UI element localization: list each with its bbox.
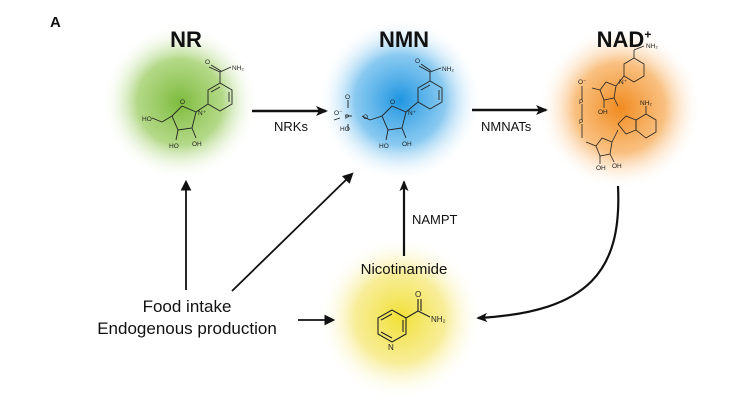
atom-n: N [388,343,394,352]
panel-label: A [50,14,61,31]
source-endogenous-production: Endogenous production [97,319,277,338]
atom-o-minus: O⁻ [334,110,343,117]
atom-oh: OH [192,141,202,148]
nad-superscript: + [644,27,652,42]
nr-title: NR [170,27,202,52]
atom-o: O [205,59,210,66]
nr-atom-labels: O NH₂ O N⁺ HO HO OH [142,59,244,150]
atom-nh2: NH₂ [646,43,658,50]
atom-n-plus: N⁺ [198,110,207,117]
atom-o: O [180,99,185,106]
atom-ho: HO [169,143,179,150]
atom-ho: HO [142,116,152,123]
enzyme-nampt: NAMPT [412,212,458,227]
arrow-nad-to-nicotinamide [476,185,620,323]
nmn-glow [318,18,482,182]
atom-oh: OH [598,109,608,116]
atom-n-plus: N⁺ [408,110,417,117]
atom-nh2: NH₂ [431,315,446,324]
nicotinamide-glow [318,236,482,400]
atom-ho: HO [379,143,389,150]
source-food-intake: Food intake [142,297,232,316]
atom-nh2: NH₂ [232,65,244,72]
nr-structure [151,64,233,141]
enzyme-nmnats: NMNATs [481,119,532,134]
nmn-structure [333,63,443,141]
atom-o: O [363,114,368,121]
atom-p: P [345,114,349,121]
enzyme-nrks: NRKs [274,119,308,134]
nr-glow [102,24,258,180]
nad-structure [581,45,657,164]
atom-p: P [579,119,583,126]
atom-o: O [415,290,421,299]
atom-o: O [390,99,395,106]
nicotinamide-title: Nicotinamide [360,261,448,278]
nad-glow [538,26,702,190]
atom-ho: HO [340,126,350,133]
nad-atom-labels: NH₂ N⁺ O⁻ P P OH NH₂ OH OH [578,43,658,172]
atom-oh: OH [596,165,606,172]
atom-oh: OH [402,141,412,148]
atom-n-plus: N⁺ [619,79,628,86]
nmn-atom-labels: O NH₂ O N⁺ O P O O⁻ HO HO OH [334,58,454,150]
atom-p: P [579,99,583,106]
atom-nh2: NH₂ [442,66,454,73]
nicotinamide-atom-labels: O NH₂ N [388,290,446,352]
source-labels: Food intake Endogenous production [97,296,277,340]
nad-title-text: NAD [596,27,645,52]
atom-nh2: NH₂ [640,100,652,107]
nicotinamide-structure [377,299,431,343]
nad-title: NAD+ [597,27,652,53]
nmn-title: NMN [378,27,430,52]
atom-oh: OH [612,163,622,170]
arrow-food-to-nmn [231,172,354,292]
atom-o: O [345,94,350,101]
atom-o: O [415,58,420,65]
atom-o-minus: O⁻ [578,79,587,86]
